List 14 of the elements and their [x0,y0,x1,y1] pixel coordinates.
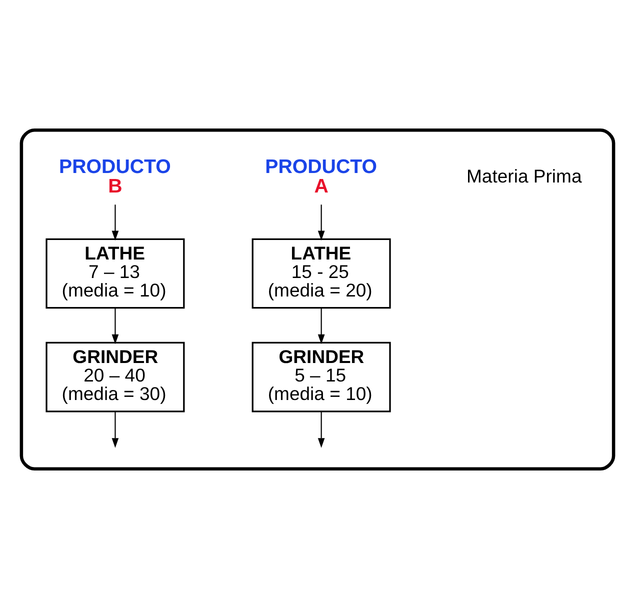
node-box: GRINDER 5 – 15 (media = 10) [252,342,391,412]
arrow [318,204,325,241]
node-box: GRINDER 20 – 40 (media = 30) [46,342,185,412]
node-box: LATHE 15 - 25 (media = 20) [252,238,391,309]
node-text: PRODUCTO B [59,156,171,198]
arrow [112,411,119,448]
node-box: LATHE 7 – 13 (media = 10) [46,238,185,309]
cluster [20,128,616,471]
node-text: PRODUCTO A [265,156,378,198]
label: Materia Prima [466,166,582,187]
arrow [112,308,119,344]
arrow [318,411,325,448]
arrow [112,204,119,241]
arrow [318,308,325,344]
